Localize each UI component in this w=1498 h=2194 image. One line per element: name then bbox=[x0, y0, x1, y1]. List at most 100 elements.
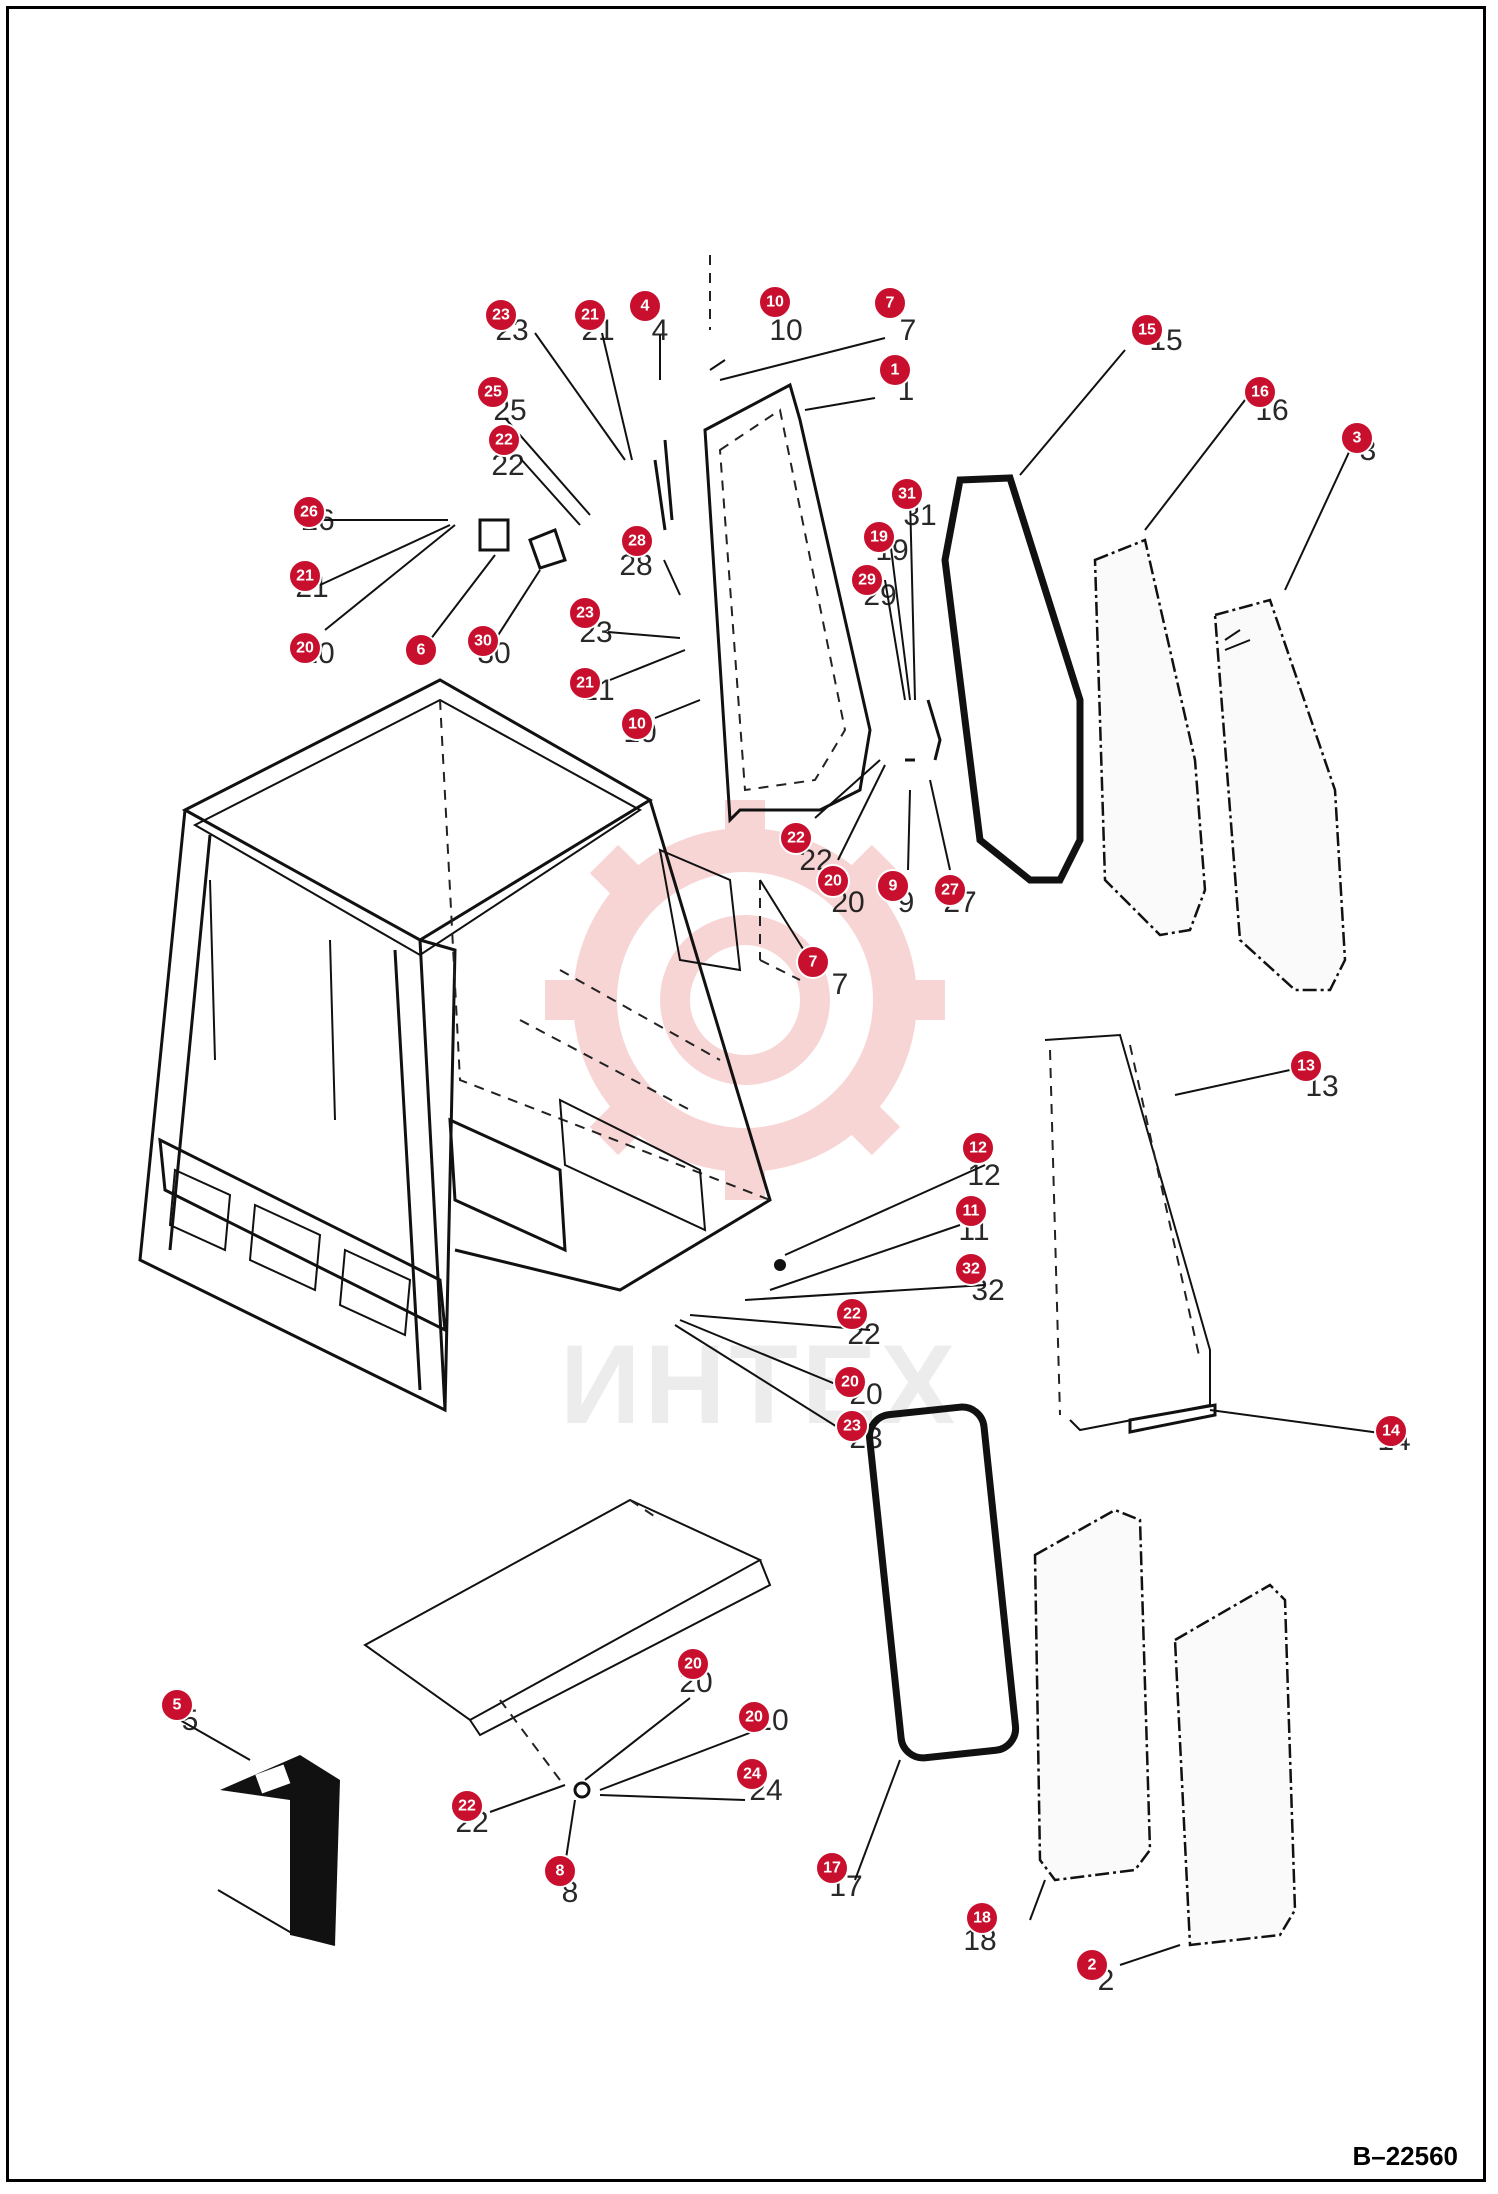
callout-marker-icon bbox=[954, 1194, 988, 1228]
callout-label: 28 bbox=[628, 533, 646, 550]
callout-label: 15 bbox=[1138, 322, 1156, 339]
callout-c20a: 20 bbox=[288, 631, 322, 665]
watermark-gear-icon bbox=[545, 800, 945, 1200]
callout-marker-icon bbox=[862, 520, 896, 554]
callout-c22b: 22 bbox=[779, 821, 813, 855]
callout-c22c: 22 bbox=[835, 1297, 869, 1331]
callout-marker-icon bbox=[1340, 421, 1374, 455]
callout-label: 21 bbox=[576, 675, 594, 692]
callout-label: 26 bbox=[300, 504, 318, 521]
svg-text:10: 10 bbox=[769, 314, 802, 347]
callout-c8: 8 bbox=[543, 1854, 577, 1888]
callout-marker-icon bbox=[568, 666, 602, 700]
callout-c10b: 10 bbox=[620, 707, 654, 741]
callout-label: 8 bbox=[556, 1863, 565, 1880]
leader-lines bbox=[179, 332, 1396, 1966]
callout-marker-icon bbox=[1130, 313, 1164, 347]
callout-c7b: 7 bbox=[796, 945, 830, 979]
callout-label: 11 bbox=[963, 1203, 980, 1220]
callout-marker-icon bbox=[965, 1901, 999, 1935]
callout-label: 24 bbox=[743, 1766, 761, 1783]
svg-text:12: 12 bbox=[967, 1159, 1000, 1192]
callout-c2: 2 bbox=[1075, 1948, 1109, 1982]
callout-label: 22 bbox=[458, 1798, 476, 1815]
callout-c27: 27 bbox=[933, 873, 967, 907]
callout-label: 32 bbox=[962, 1261, 980, 1278]
callout-c14: 14 bbox=[1374, 1414, 1408, 1448]
callout-marker-icon bbox=[735, 1757, 769, 1791]
callout-label: 30 bbox=[474, 633, 492, 650]
callout-marker-icon bbox=[1374, 1414, 1408, 1448]
callout-label: 22 bbox=[495, 432, 513, 449]
callout-label: 21 bbox=[296, 568, 314, 585]
callout-c30: 30 bbox=[466, 624, 500, 658]
callout-marker-icon bbox=[628, 289, 662, 323]
callout-c20d: 20 bbox=[676, 1647, 710, 1681]
callout-c20b: 20 bbox=[816, 864, 850, 898]
callout-label: 1 bbox=[891, 362, 900, 379]
callout-label: 19 bbox=[870, 529, 888, 546]
callout-label: 18 bbox=[973, 1910, 991, 1927]
callout-c4: 4 bbox=[628, 289, 662, 323]
callout-c10a: 10 bbox=[758, 285, 792, 319]
callout-c12: 12 bbox=[961, 1131, 995, 1165]
callout-label: 22 bbox=[787, 830, 805, 847]
callout-marker-icon bbox=[737, 1700, 771, 1734]
callout-label: 14 bbox=[1382, 1423, 1400, 1440]
callout-c22d: 22 bbox=[450, 1789, 484, 1823]
callout-c31: 31 bbox=[890, 477, 924, 511]
callout-label: 17 bbox=[823, 1860, 841, 1877]
callout-marker-icon bbox=[404, 633, 438, 667]
callout-c1: 1 bbox=[878, 353, 912, 387]
callout-c23a: 23 bbox=[484, 298, 518, 332]
callout-label: 7 bbox=[809, 954, 818, 971]
callout-c23c: 23 bbox=[835, 1409, 869, 1443]
callout-c20c: 20 bbox=[833, 1365, 867, 1399]
callout-label: 20 bbox=[841, 1374, 859, 1391]
callout-label: 23 bbox=[576, 605, 594, 622]
callout-marker-icon bbox=[573, 298, 607, 332]
callout-c3: 3 bbox=[1340, 421, 1374, 455]
callout-c15: 15 bbox=[1130, 313, 1164, 347]
callout-c21c: 21 bbox=[568, 666, 602, 700]
callout-marker-icon bbox=[954, 1252, 988, 1286]
callout-marker-icon bbox=[1289, 1049, 1323, 1083]
callout-c6: 6 bbox=[404, 633, 438, 667]
callout-label: 5 bbox=[173, 1697, 182, 1714]
callout-c7a: 7 bbox=[873, 286, 907, 320]
callout-marker-icon bbox=[815, 1851, 849, 1885]
callout-c9: 9 bbox=[876, 869, 910, 903]
callout-c5: 5 bbox=[160, 1688, 194, 1722]
callout-marker-icon bbox=[1243, 375, 1277, 409]
callout-marker-icon bbox=[835, 1409, 869, 1443]
callout-c11: 11 bbox=[954, 1194, 988, 1228]
callout-marker-icon bbox=[835, 1297, 869, 1331]
callout-c32: 32 bbox=[954, 1252, 988, 1286]
callout-label: 12 bbox=[969, 1140, 987, 1157]
callout-marker-icon bbox=[878, 353, 912, 387]
callout-marker-icon bbox=[288, 559, 322, 593]
callout-c18: 18 bbox=[965, 1901, 999, 1935]
svg-text:4: 4 bbox=[652, 314, 669, 347]
callout-c16: 16 bbox=[1243, 375, 1277, 409]
callout-label: 20 bbox=[296, 640, 314, 657]
door-frame bbox=[653, 255, 942, 981]
callout-marker-icon bbox=[568, 596, 602, 630]
callout-marker-icon bbox=[873, 286, 907, 320]
callout-label: 6 bbox=[417, 642, 426, 659]
drawing-number: B–22560 bbox=[1352, 2141, 1458, 2171]
callout-marker-icon bbox=[476, 375, 510, 409]
hardware-latch bbox=[478, 518, 786, 1799]
callout-label: 10 bbox=[628, 716, 646, 733]
callout-marker-icon bbox=[816, 864, 850, 898]
callout-label: 4 bbox=[641, 298, 650, 315]
callout-label: 23 bbox=[492, 307, 510, 324]
callout-c25: 25 bbox=[476, 375, 510, 409]
callout-marker-icon bbox=[833, 1365, 867, 1399]
callout-marker-icon bbox=[876, 869, 910, 903]
callout-label: 20 bbox=[745, 1709, 763, 1726]
callout-marker-icon bbox=[466, 624, 500, 658]
